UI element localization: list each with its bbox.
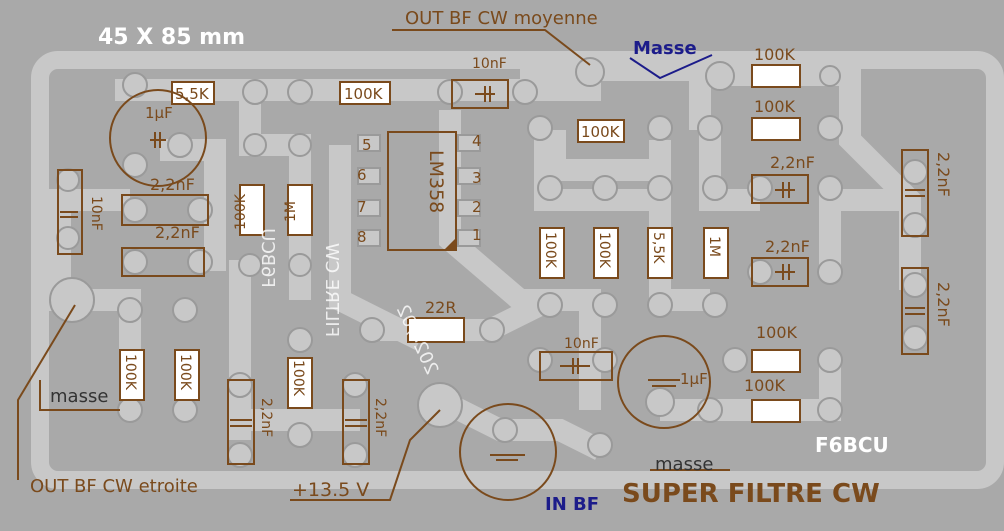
supply-label: +13.5 V xyxy=(292,479,369,501)
value-r-100k-right1: 100K xyxy=(754,45,796,64)
value-r-100k-bl1: 100K xyxy=(122,354,138,391)
callsign-label: F6BCU xyxy=(815,433,889,457)
ic-pin-2: 2 xyxy=(472,198,482,216)
ic-pin-3: 3 xyxy=(472,169,482,187)
capacitor-symbols xyxy=(60,86,925,461)
value-r-22r: 22R xyxy=(425,298,456,317)
ic-pin-8: 8 xyxy=(357,228,367,246)
value-r-1m-mid: 1M xyxy=(706,236,722,257)
ic-pin-6: 6 xyxy=(357,166,367,184)
value-c-22nf-right1: 2,2nF xyxy=(770,153,815,172)
value-c-22nf-a: 2,2nF xyxy=(150,175,195,194)
mirrored-filtre: FILTRE CW xyxy=(321,243,342,337)
leader-lines xyxy=(17,29,730,501)
ic-pin-4: 4 xyxy=(472,132,482,150)
masse-bottom-label: masse xyxy=(655,454,713,475)
in-bf-label: IN BF xyxy=(545,494,599,515)
value-r-100k-bl2: 100K xyxy=(177,354,193,391)
value-r-100k-right2: 100K xyxy=(754,97,796,116)
ink-lines xyxy=(629,54,713,80)
value-c-22nf-edge1: 2,2nF xyxy=(934,152,953,197)
component-values: 5,5K 100K 10nF 100K 1µF 2,2nF 2,2nF 10nF… xyxy=(88,45,953,437)
pads xyxy=(49,57,928,468)
value-c-10nf-mid: 10nF xyxy=(564,336,599,352)
masse-left-label: masse xyxy=(50,386,108,407)
value-r-100k-br2: 100K xyxy=(744,376,786,395)
value-r-100k-v1: 100K xyxy=(233,193,249,230)
value-c-22nf-edge2: 2,2nF xyxy=(934,282,953,327)
ic-name: LM358 xyxy=(425,150,447,213)
value-r-5k5-top: 5,5K xyxy=(175,85,210,103)
value-c-1uf-mid: 1µF xyxy=(680,370,708,388)
value-c-22nf-bl: 2,2nF xyxy=(258,398,274,437)
value-c-10nf-left: 10nF xyxy=(88,196,104,231)
value-c-22nf-bc: 2,2nF xyxy=(372,398,388,437)
mirrored-callsign: F6BCU xyxy=(257,228,278,288)
value-r-100k-ic: 100K xyxy=(581,123,621,141)
ic-notch-marker xyxy=(444,238,456,250)
board-dimensions: 45 X 85 mm xyxy=(98,25,245,50)
value-c-22nf-right2: 2,2nF xyxy=(765,237,810,256)
value-r-100k-br1: 100K xyxy=(756,323,798,342)
ic-pin-7: 7 xyxy=(357,198,367,216)
ic-pin-5: 5 xyxy=(362,136,372,154)
board-title: SUPER FILTRE CW xyxy=(622,479,880,509)
ic-pin-1: 1 xyxy=(472,226,482,244)
value-r-100k-mid1: 100K xyxy=(542,232,558,269)
out-etroite-label: OUT BF CW etroite xyxy=(30,476,198,497)
value-c-1uf-top: 1µF xyxy=(145,104,173,122)
value-c-22nf-b: 2,2nF xyxy=(155,223,200,242)
out-moyenne-label: OUT BF CW moyenne xyxy=(405,8,598,29)
value-r-1m-v: 1M xyxy=(283,201,299,222)
value-c-10nf-top: 10nF xyxy=(472,56,507,72)
masse-top-label: Masse xyxy=(633,38,697,59)
value-r-5k5-mid: 5,5K xyxy=(650,232,666,264)
value-r-100k-bc: 100K xyxy=(290,360,306,397)
silkscreen xyxy=(57,64,929,501)
value-r-100k-mid2: 100K xyxy=(596,232,612,269)
value-r-100k-top: 100K xyxy=(344,85,384,103)
